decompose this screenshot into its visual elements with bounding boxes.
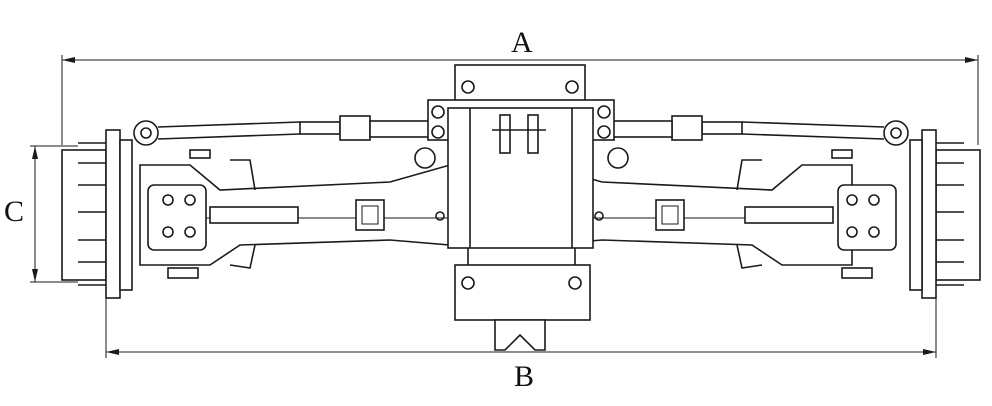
grease-fittings: [167, 149, 873, 279]
right-tie-rod: [611, 115, 909, 146]
dimension-a-label: A: [511, 26, 533, 59]
left-tie-rod: [133, 115, 431, 146]
left-axle-arm: [139, 159, 451, 269]
dimension-b: [105, 298, 937, 358]
dimension-c-label: C: [4, 195, 25, 228]
right-axle-arm: [541, 159, 897, 269]
bottom-bracket: [454, 248, 591, 351]
left-wheel-hub: [61, 129, 133, 299]
dimension-c: [30, 145, 78, 283]
dimension-b-label: B: [514, 360, 535, 393]
center-housing: [414, 64, 629, 249]
dimension-a: [61, 55, 979, 145]
right-wheel-hub: [909, 129, 981, 299]
